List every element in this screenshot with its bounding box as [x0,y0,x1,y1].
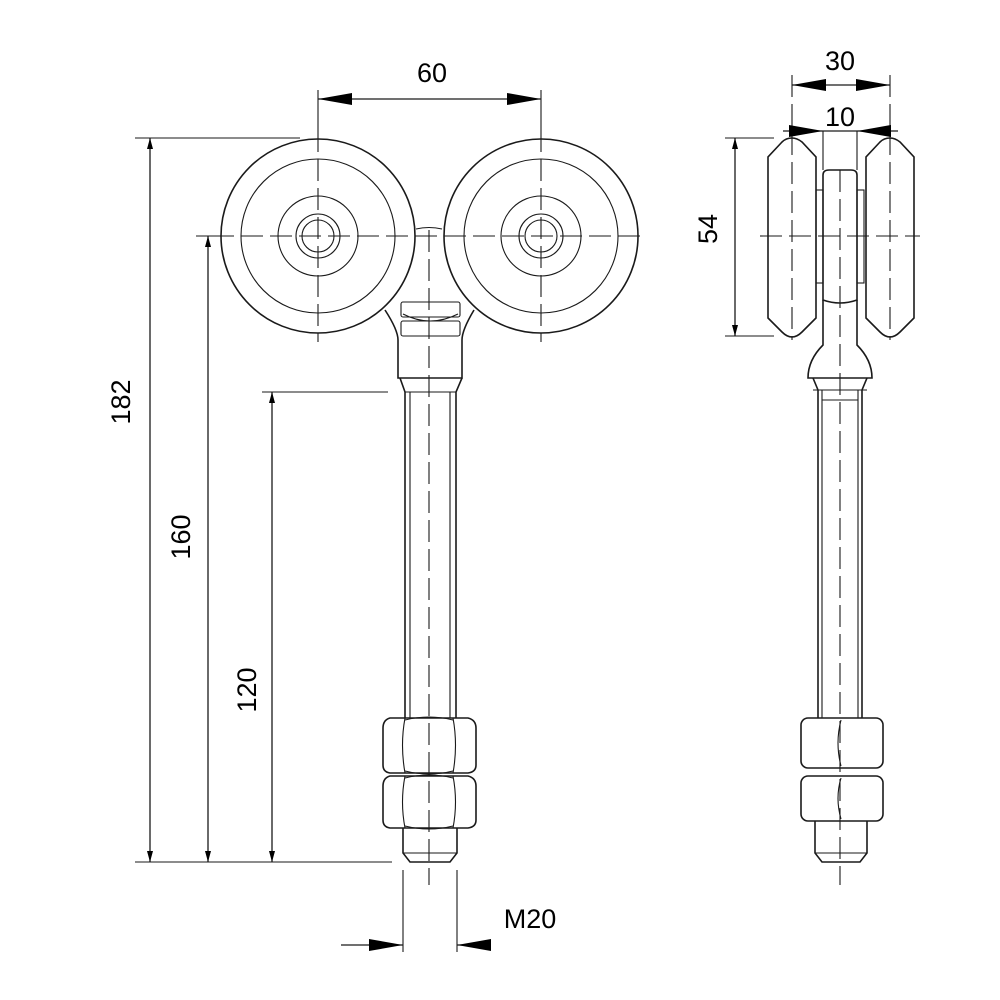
dimension-54: 54 [693,137,774,337]
side-body [822,169,858,304]
dimension-label: 182 [106,379,136,424]
dimension-60: 60 [317,58,542,130]
dimension-10: 10 [783,102,898,170]
dimension-label: 10 [825,102,855,132]
center-lines [212,130,647,885]
side-view [760,75,920,885]
dimension-label: 60 [417,58,447,88]
dimension-m20: M20 [341,870,556,952]
threaded-stem [399,377,463,718]
thread-end [402,828,458,863]
dimension-label: 160 [166,514,196,559]
front-view [212,130,647,885]
hex-nut-upper [382,716,477,775]
dimension-label: 120 [232,667,262,712]
hex-nut-lower [382,774,477,830]
dimension-182: 182 [106,137,392,863]
side-nut-lower [800,775,884,822]
dimension-30: 30 [792,46,890,91]
dimension-label: 54 [693,214,723,244]
bracket-body [384,226,475,379]
dimension-label: M20 [504,904,557,934]
dimension-160: 160 [166,235,218,862]
dimension-120: 120 [232,391,388,862]
side-nut-upper [800,717,884,769]
dimension-label: 30 [825,46,855,76]
